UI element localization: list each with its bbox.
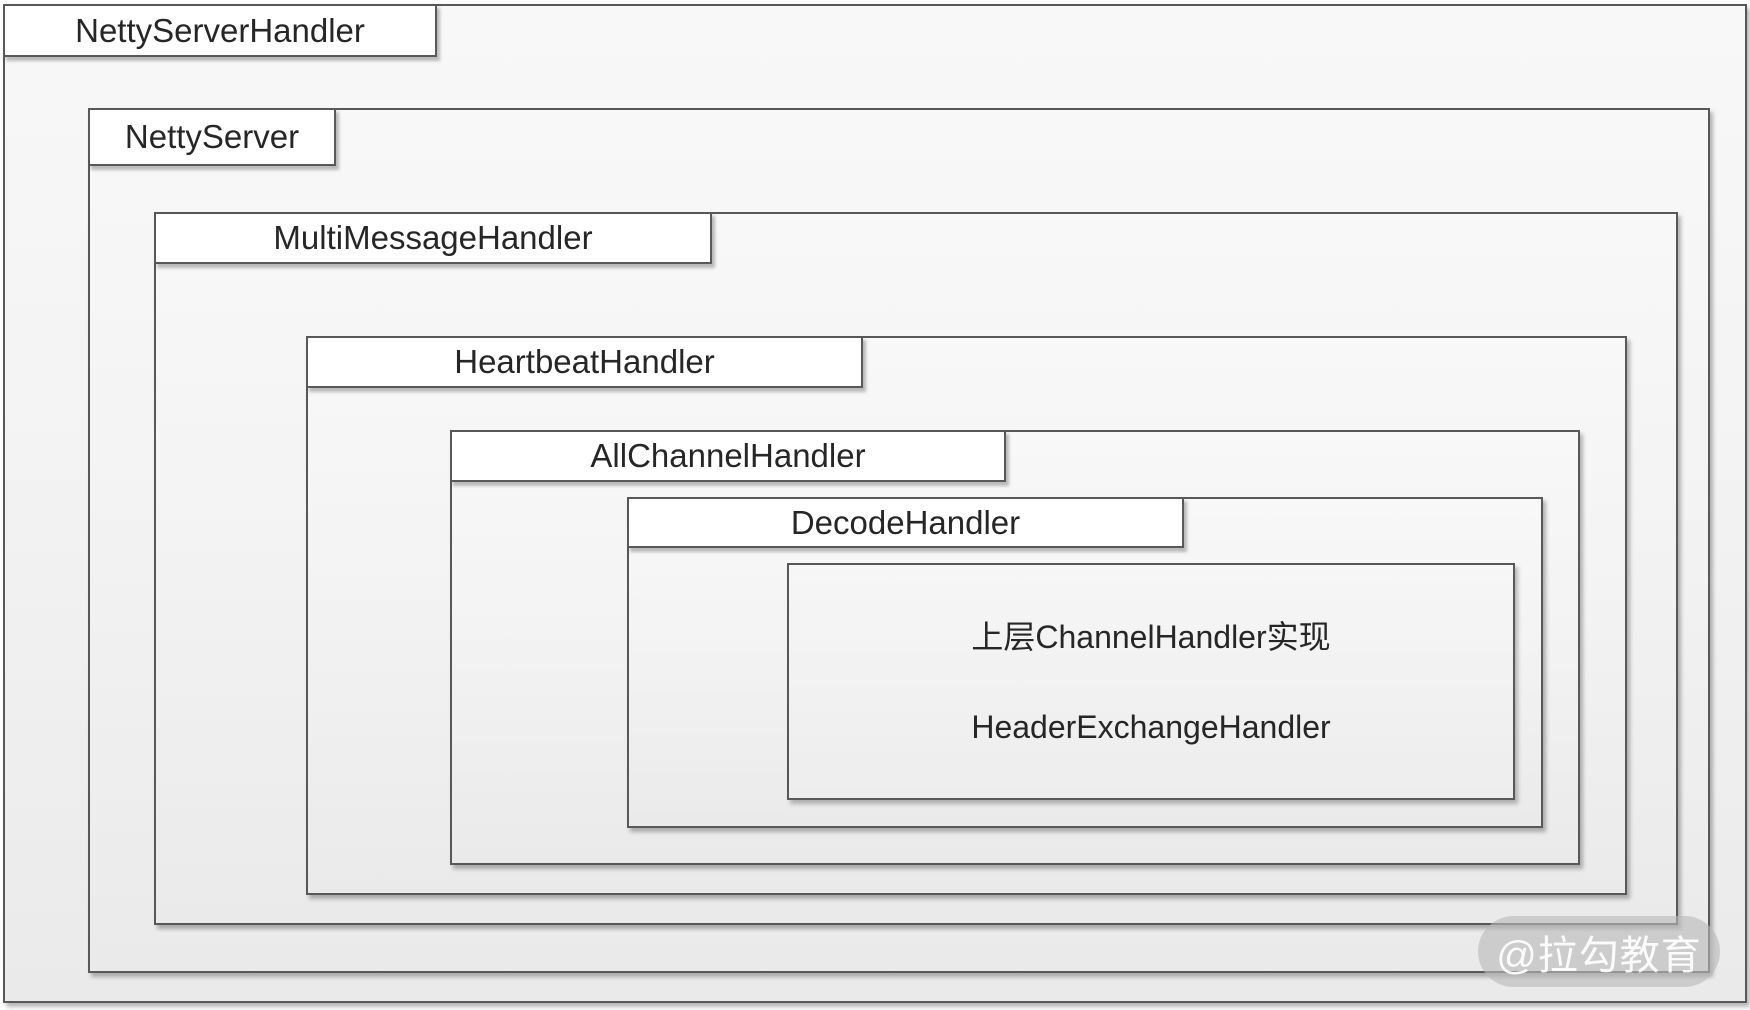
label-multi-message-handler: MultiMessageHandler bbox=[154, 212, 712, 264]
inner-line-header-exchange-handler: HeaderExchangeHandler bbox=[971, 708, 1331, 745]
watermark-text: @拉勾教育 bbox=[1496, 933, 1702, 978]
label-netty-server: NettyServer bbox=[88, 108, 336, 166]
inner-content-box: 上层ChannelHandler实现 HeaderExchangeHandler bbox=[787, 563, 1515, 800]
watermark-badge: @拉勾教育 bbox=[1478, 916, 1720, 987]
label-all-channel-handler: AllChannelHandler bbox=[450, 430, 1006, 482]
inner-line-upper-channelhandler: 上层ChannelHandler实现 bbox=[971, 618, 1331, 655]
label-decode-handler: DecodeHandler bbox=[627, 497, 1184, 548]
label-heartbeat-handler: HeartbeatHandler bbox=[306, 336, 863, 388]
label-netty-server-handler: NettyServerHandler bbox=[3, 4, 437, 57]
